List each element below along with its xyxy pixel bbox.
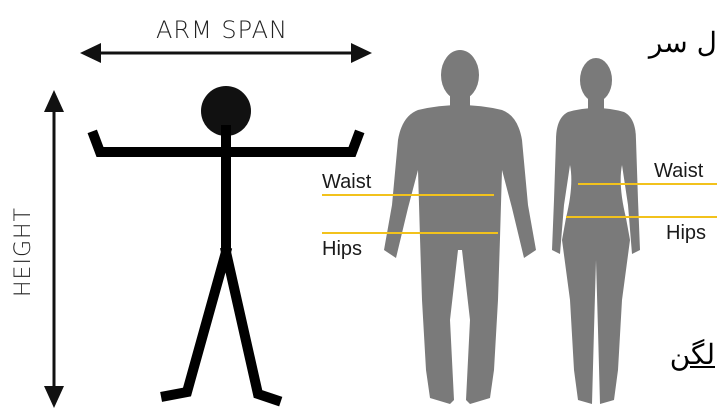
female-silhouette [552,58,640,404]
female-waist-label: Waist [654,160,704,182]
persian-text-top: ل سر [649,26,717,59]
male-waist-label: Waist [322,171,372,193]
height-label: HEIGHT [11,207,36,297]
arm-span-label: ARM SPAN [156,16,288,44]
persian-text-bottom: لگن [670,338,715,371]
female-hips-label: Hips [666,222,706,244]
male-silhouette [384,50,536,404]
stick-figure [94,86,358,400]
arm-span-arrow [80,43,372,63]
height-arrow [44,90,64,408]
male-hips-label: Hips [322,238,362,260]
